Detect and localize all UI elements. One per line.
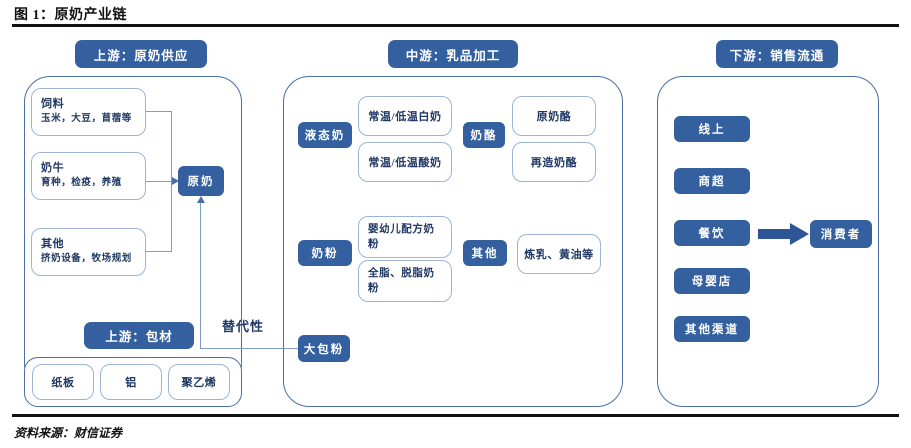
upstream-item-feed-detail: 玉米，大豆，苜蓿等 <box>41 114 132 125</box>
midstream-group-cheese: 奶酪 <box>463 122 505 148</box>
upstream-item-cow-title: 奶牛 <box>41 162 65 175</box>
upstream-item-cow-detail: 育种，检疫，养殖 <box>41 178 122 189</box>
packaging-item-polyethylene: 聚乙烯 <box>168 364 230 400</box>
connector-bulk-powder-vertical <box>200 200 202 348</box>
downstream-header: 下游：销售流通 <box>716 40 838 68</box>
milk-powder-product-infant-line2: 粉 <box>368 239 380 250</box>
liquid-milk-product-yogurt: 常温/低温酸奶 <box>358 142 452 182</box>
upstream-item-feed: 饲料 玉米，大豆，苜蓿等 <box>31 88 146 136</box>
connector-other-vertical <box>171 181 173 251</box>
upstream-item-other-detail: 挤奶设备，牧场规划 <box>41 254 132 265</box>
connector-cow-horizontal <box>146 181 174 183</box>
raw-milk-box: 原奶 <box>178 166 224 196</box>
midstream-group-milk-powder: 奶粉 <box>298 240 352 266</box>
arrow-to-consumer-icon <box>758 223 809 245</box>
packaging-item-aluminum: 铝 <box>100 364 162 400</box>
milk-powder-product-infant: 婴幼儿配方奶 粉 <box>358 216 452 258</box>
midstream-header: 中游：乳品加工 <box>388 40 518 68</box>
connector-substitution-horizontal <box>200 348 300 350</box>
cheese-product-processed: 再造奶酪 <box>512 142 596 182</box>
other-product-condensed-butter: 炼乳、黄油等 <box>517 234 601 274</box>
packaging-item-paperboard: 纸板 <box>32 364 94 400</box>
cheese-product-natural: 原奶酪 <box>512 96 596 136</box>
arrow-into-raw-milk <box>172 177 179 185</box>
downstream-channel-maternal: 母婴店 <box>674 268 750 294</box>
source-note: 资料来源：财信证券 <box>14 426 123 440</box>
midstream-group-other: 其他 <box>463 240 507 266</box>
downstream-channel-supermarket: 商超 <box>674 168 750 194</box>
downstream-channel-other: 其他渠道 <box>674 316 750 342</box>
figure-title: 图 1：原奶产业链 <box>14 8 127 23</box>
milk-powder-product-fullfat: 全脂、脱脂奶 粉 <box>358 260 452 302</box>
connector-other-horizontal <box>146 251 172 253</box>
milk-powder-product-infant-line1: 婴幼儿配方奶 <box>368 223 435 235</box>
upstream-item-cow: 奶牛 育种，检疫，养殖 <box>31 152 146 200</box>
arrow-bulk-powder-into-raw-milk <box>197 196 205 203</box>
upstream-supply-header: 上游：原奶供应 <box>75 40 207 68</box>
downstream-channel-online: 线上 <box>674 116 750 142</box>
milk-powder-product-fullfat-line1: 全脂、脱脂奶 <box>368 267 435 279</box>
upstream-item-other: 其他 挤奶设备，牧场规划 <box>31 228 146 276</box>
midstream-group-liquid-milk: 液态奶 <box>298 122 352 148</box>
connector-feed-horizontal <box>146 111 172 113</box>
top-rule <box>12 24 899 27</box>
consumer-box: 消费者 <box>810 220 872 248</box>
connector-feed-vertical <box>171 111 173 181</box>
upstream-item-other-title: 其他 <box>41 238 65 251</box>
downstream-channel-catering: 餐饮 <box>674 220 750 246</box>
substitution-label: 替代性 <box>222 319 265 334</box>
upstream-packaging-header: 上游：包材 <box>84 322 194 349</box>
bulk-powder-box: 大包粉 <box>298 335 350 362</box>
upstream-item-feed-title: 饲料 <box>41 98 65 111</box>
liquid-milk-product-white: 常温/低温白奶 <box>358 96 452 136</box>
bottom-rule <box>12 414 899 417</box>
milk-powder-product-fullfat-line2: 粉 <box>368 283 380 294</box>
